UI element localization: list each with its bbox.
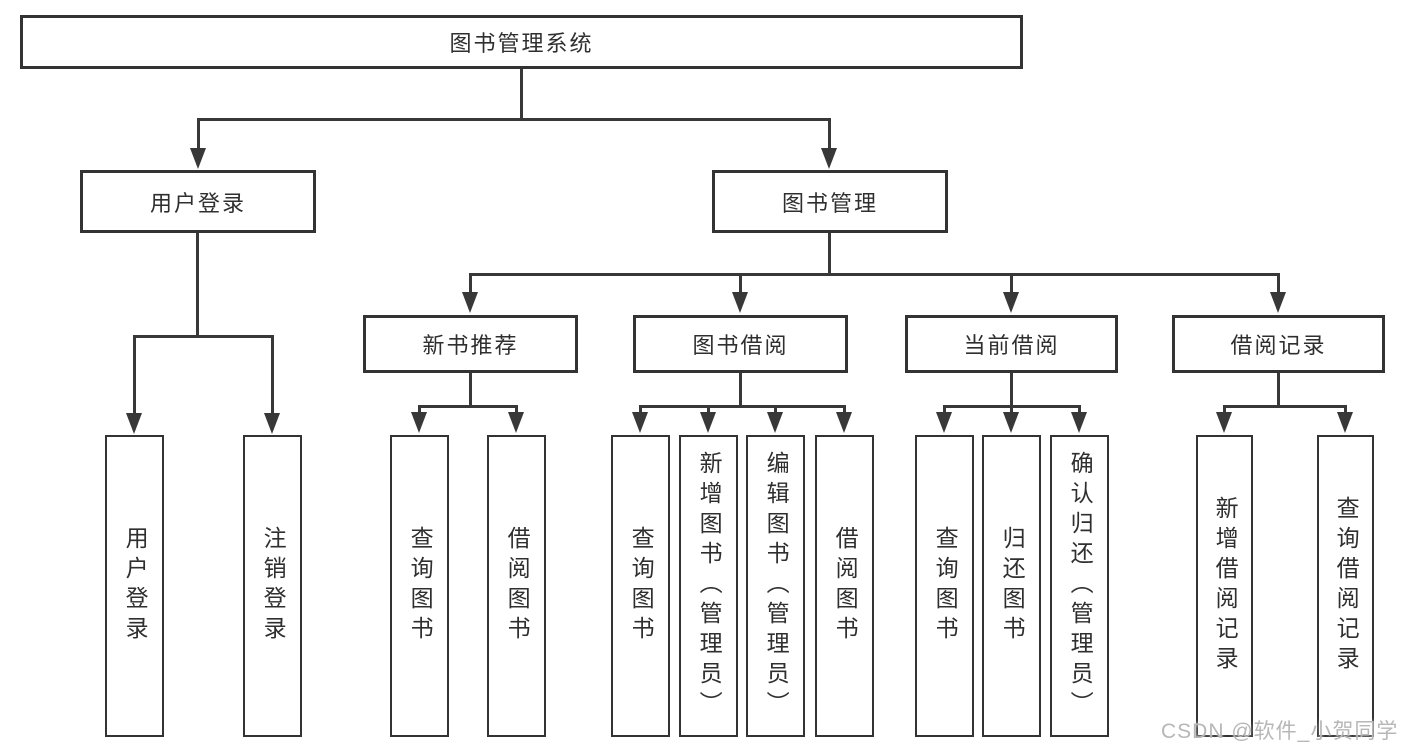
arrow-down-icon xyxy=(264,413,280,434)
arrow-down-icon xyxy=(508,412,524,433)
arrow-down-icon xyxy=(767,412,783,433)
arrow-down-icon xyxy=(1270,292,1286,313)
node-current-borrowing: 当前借阅 xyxy=(905,315,1118,373)
arrow-down-icon xyxy=(836,412,852,433)
connector-line xyxy=(469,273,1279,276)
connector-line xyxy=(197,118,831,121)
connector-line xyxy=(1277,373,1280,405)
connector-line xyxy=(1010,273,1013,293)
node-label: 查询借阅记录 xyxy=(1333,496,1360,676)
connector-line xyxy=(1010,405,1013,414)
connector-line xyxy=(1277,273,1280,293)
node-label: 查询图书 xyxy=(407,526,434,646)
arrow-down-icon xyxy=(632,412,648,433)
node-confirm-return-admin: 确认归还（管理员） xyxy=(1050,435,1109,737)
node-label: 新书推荐 xyxy=(422,333,519,358)
node-return-book: 归还图书 xyxy=(982,435,1041,737)
connector-line xyxy=(418,405,421,414)
connector-line xyxy=(133,335,274,338)
arrow-down-icon xyxy=(732,292,748,313)
node-query-books: 查询图书 xyxy=(915,435,974,737)
arrow-down-icon xyxy=(700,412,716,433)
node-label: 图书借阅 xyxy=(692,333,789,358)
connector-line xyxy=(196,233,199,335)
node-new-book-recommendation: 新书推荐 xyxy=(363,315,578,373)
arrow-down-icon xyxy=(126,413,142,434)
node-user-login: 用户登录 xyxy=(80,170,316,233)
node-user-login-leaf: 用户登录 xyxy=(105,435,164,737)
connector-line xyxy=(1344,405,1347,414)
node-label: 图书管理 xyxy=(781,190,878,216)
connector-line xyxy=(739,373,742,405)
node-label: 图书管理系统 xyxy=(449,31,594,56)
arrow-down-icon xyxy=(190,148,206,169)
node-label: 借阅图书 xyxy=(504,526,531,646)
connector-line xyxy=(197,118,200,148)
node-logout: 注销登录 xyxy=(243,435,302,737)
connector-line xyxy=(739,273,742,293)
connector-line xyxy=(828,118,831,148)
node-edit-book-admin: 编辑图书（管理员） xyxy=(746,435,805,737)
node-label: 用户登录 xyxy=(122,526,149,646)
arrow-down-icon xyxy=(1337,412,1353,433)
arrow-down-icon xyxy=(1216,412,1232,433)
arrow-down-icon xyxy=(462,292,478,313)
connector-line xyxy=(469,373,472,405)
connector-line xyxy=(418,405,518,408)
node-add-borrow-record: 新增借阅记录 xyxy=(1196,435,1253,737)
node-book-borrowing: 图书借阅 xyxy=(633,315,848,373)
node-label: 新增借阅记录 xyxy=(1212,496,1239,676)
connector-line xyxy=(515,405,518,414)
connector-line xyxy=(1078,405,1081,414)
node-label: 用户登录 xyxy=(149,190,246,216)
node-borrow-book: 借阅图书 xyxy=(815,435,874,737)
node-label: 借阅图书 xyxy=(832,526,859,646)
connector-line xyxy=(774,405,777,414)
node-borrow-books: 借阅图书 xyxy=(487,435,546,737)
node-label: 借阅记录 xyxy=(1230,333,1327,358)
connector-line xyxy=(520,69,523,118)
connector-line xyxy=(943,405,946,414)
arrow-down-icon xyxy=(411,412,427,433)
connector-line xyxy=(639,405,642,414)
arrow-down-icon xyxy=(1003,412,1019,433)
node-label: 查询图书 xyxy=(932,526,959,646)
connector-line xyxy=(271,335,274,413)
node-label: 当前借阅 xyxy=(963,333,1060,358)
node-book-management: 图书管理 xyxy=(712,170,948,233)
connector-line xyxy=(707,405,710,414)
arrow-down-icon xyxy=(1071,412,1087,433)
arrow-down-icon xyxy=(821,148,837,169)
node-query-books: 查询图书 xyxy=(611,435,670,737)
connector-line xyxy=(639,405,845,408)
node-label: 归还图书 xyxy=(999,526,1026,646)
arrow-down-icon xyxy=(1003,292,1019,313)
connector-line xyxy=(1223,405,1226,414)
node-query-books: 查询图书 xyxy=(390,435,449,737)
connector-line xyxy=(843,405,846,414)
node-label: 查询图书 xyxy=(628,526,655,646)
node-label: 确认归还（管理员） xyxy=(1067,451,1094,721)
connector-line xyxy=(828,233,831,273)
connector-line xyxy=(133,335,136,413)
csdn-watermark: CSDN @软件_小贺同学 xyxy=(1161,720,1399,743)
connector-line xyxy=(1223,405,1346,408)
node-label: 编辑图书（管理员） xyxy=(763,451,790,721)
arrow-down-icon xyxy=(936,412,952,433)
connector-line xyxy=(469,273,472,293)
node-label: 新增图书（管理员） xyxy=(696,451,723,721)
connector-line xyxy=(1010,373,1013,405)
node-library-management-system: 图书管理系统 xyxy=(20,15,1023,69)
node-borrowing-records: 借阅记录 xyxy=(1172,315,1385,373)
node-query-borrow-record: 查询借阅记录 xyxy=(1317,435,1374,737)
node-label: 注销登录 xyxy=(260,526,287,646)
node-add-book-admin: 新增图书（管理员） xyxy=(679,435,738,737)
